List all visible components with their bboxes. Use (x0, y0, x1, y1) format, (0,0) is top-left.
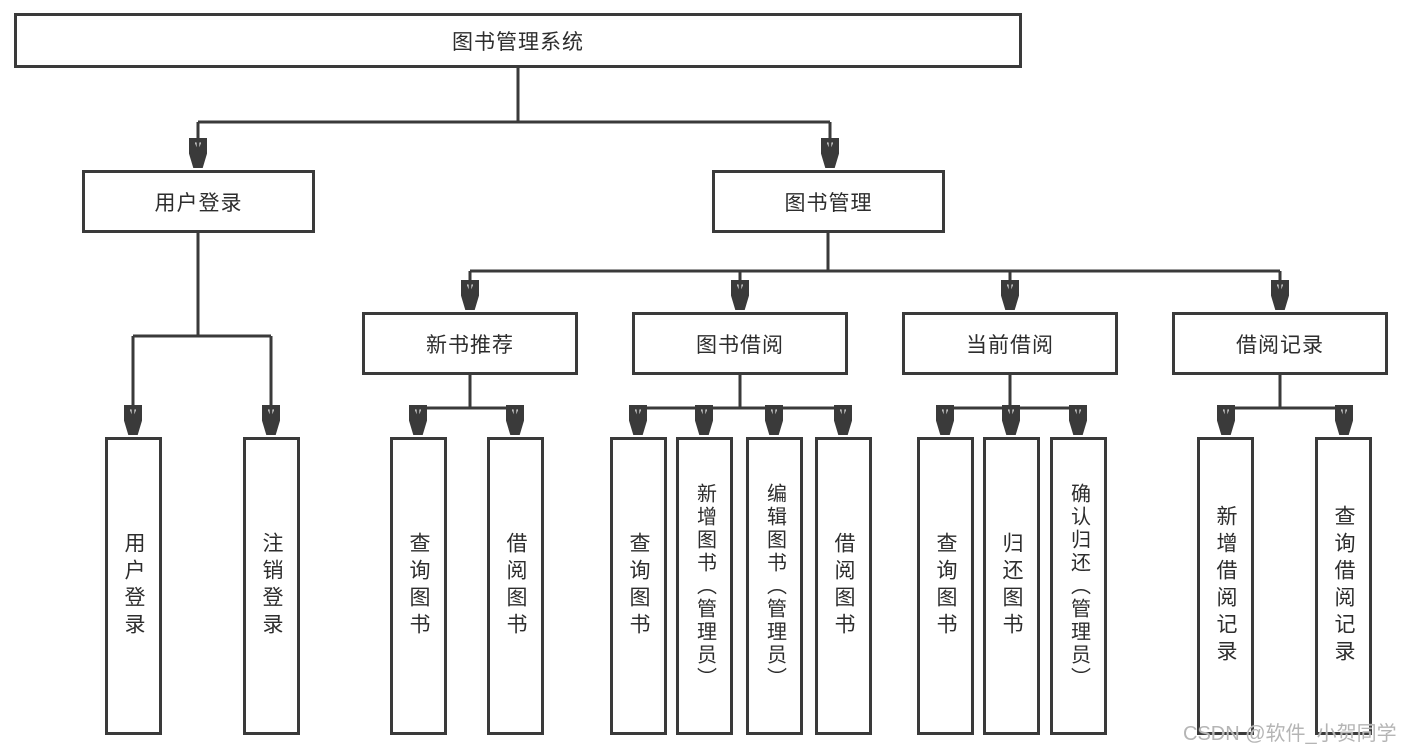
node-book-management: 图书管理 (712, 170, 945, 233)
leaf-borrow-books-recommend: 借阅图书 (487, 437, 544, 735)
leaf-return-books: 归还图书 (983, 437, 1040, 735)
node-new-book-recommend: 新书推荐 (362, 312, 578, 375)
leaf-query-books-current: 查询图书 (917, 437, 974, 735)
connector-borrow-records (1226, 375, 1344, 410)
root-node-library-system: 图书管理系统 (14, 13, 1022, 68)
node-book-borrow: 图书借阅 (632, 312, 848, 375)
leaf-add-borrow-record: 新增借阅记录 (1197, 437, 1254, 735)
connector-user-login (133, 233, 271, 338)
leaf-query-books-borrow: 查询图书 (610, 437, 667, 735)
node-borrow-records: 借阅记录 (1172, 312, 1388, 375)
leaf-user-login: 用户登录 (105, 437, 162, 735)
connector-book-management (470, 233, 1280, 273)
connector-root (198, 68, 830, 124)
csdn-watermark: CSDN @软件_小贺同学 (1183, 723, 1397, 745)
leaf-borrow-books: 借阅图书 (815, 437, 872, 735)
connector-new-book (418, 375, 515, 410)
leaf-query-books-recommend: 查询图书 (390, 437, 447, 735)
leaf-confirm-return-admin: 确认归还（管理员） (1050, 437, 1107, 735)
leaf-add-books-admin: 新增图书（管理员） (676, 437, 733, 735)
connector-current-borrow (945, 375, 1078, 410)
leaf-logout: 注销登录 (243, 437, 300, 735)
connector-book-borrow (638, 375, 843, 410)
leaf-edit-books-admin: 编辑图书（管理员） (746, 437, 803, 735)
leaf-query-borrow-record: 查询借阅记录 (1315, 437, 1372, 735)
node-current-borrow: 当前借阅 (902, 312, 1118, 375)
node-user-login: 用户登录 (82, 170, 315, 233)
